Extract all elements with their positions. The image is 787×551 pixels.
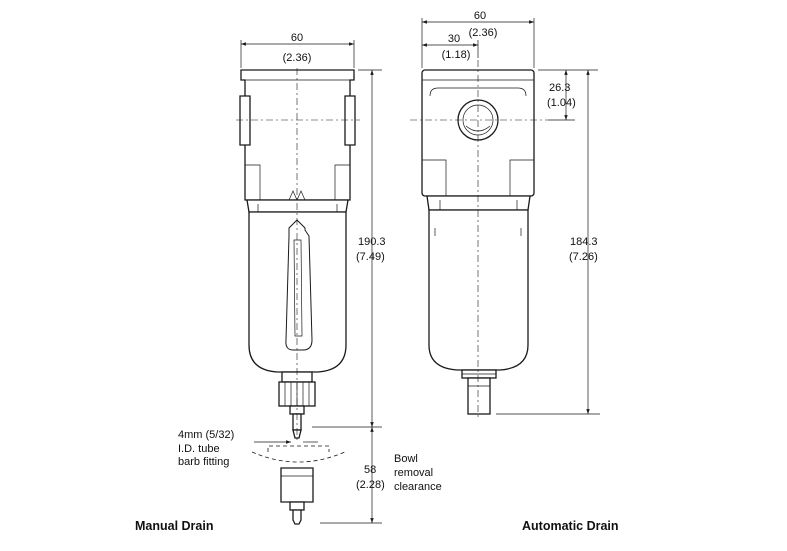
- automatic-height-mm: 184.3: [570, 236, 598, 248]
- manual-drain-view: 60 (2.36) 190.3 (7.49) 58 (2.28) Bowl re…: [135, 32, 442, 533]
- automatic-bowl-collar: [426, 195, 531, 211]
- manual-clearance-label-2: removal: [394, 467, 433, 479]
- manual-tube-label-1: 4mm (5/32): [178, 429, 234, 441]
- automatic-width-in: (2.36): [469, 27, 498, 39]
- automatic-drain-caption: Automatic Drain: [522, 519, 619, 533]
- automatic-height-dimension: 184.3 (7.26): [496, 70, 600, 415]
- automatic-port-height-in: (1.04): [547, 97, 576, 109]
- manual-clearance-dimension: 58 (2.28) Bowl removal clearance: [320, 427, 442, 524]
- manual-drain-caption: Manual Drain: [135, 519, 214, 533]
- manual-width-in: (2.36): [283, 52, 312, 64]
- automatic-port-height-mm: 26.3: [549, 82, 570, 94]
- automatic-width-mm: 60: [474, 10, 486, 22]
- manual-drain-knob: [278, 371, 316, 439]
- manual-width-mm: 60: [291, 32, 303, 44]
- automatic-half-width-in: (1.18): [442, 49, 471, 61]
- automatic-width-dimension: 60 (2.36) 30 (1.18): [421, 10, 535, 68]
- manual-head: [239, 69, 356, 201]
- manual-bowl-removal-ghost: [251, 445, 346, 525]
- automatic-port-height-dimension: 26.3 (1.04): [538, 69, 598, 121]
- automatic-drain-view: 60 (2.36) 30 (1.18) 26.3 (1.04) 184.3 (7…: [410, 10, 619, 533]
- manual-clearance-mm: 58: [364, 464, 376, 476]
- manual-tube-callout: 4mm (5/32) I.D. tube barb fitting: [178, 429, 318, 468]
- manual-clearance-label-3: clearance: [394, 481, 442, 493]
- automatic-bowl: [428, 209, 529, 371]
- manual-tube-label-3: barb fitting: [178, 456, 229, 468]
- manual-bowl: [248, 211, 347, 373]
- manual-clearance-in: (2.28): [356, 479, 385, 491]
- manual-width-dimension: 60 (2.36): [240, 32, 355, 68]
- manual-height-in: (7.49): [356, 251, 385, 263]
- manual-bowl-collar: [246, 199, 349, 213]
- manual-clearance-label-1: Bowl: [394, 453, 418, 465]
- manual-height-mm: 190.3: [358, 236, 386, 248]
- automatic-half-width-mm: 30: [448, 33, 460, 45]
- automatic-height-in: (7.26): [569, 251, 598, 263]
- manual-tube-label-2: I.D. tube: [178, 443, 220, 455]
- automatic-drain-stub: [461, 369, 497, 415]
- manual-sight-glass: [285, 219, 313, 351]
- automatic-head: [421, 69, 535, 197]
